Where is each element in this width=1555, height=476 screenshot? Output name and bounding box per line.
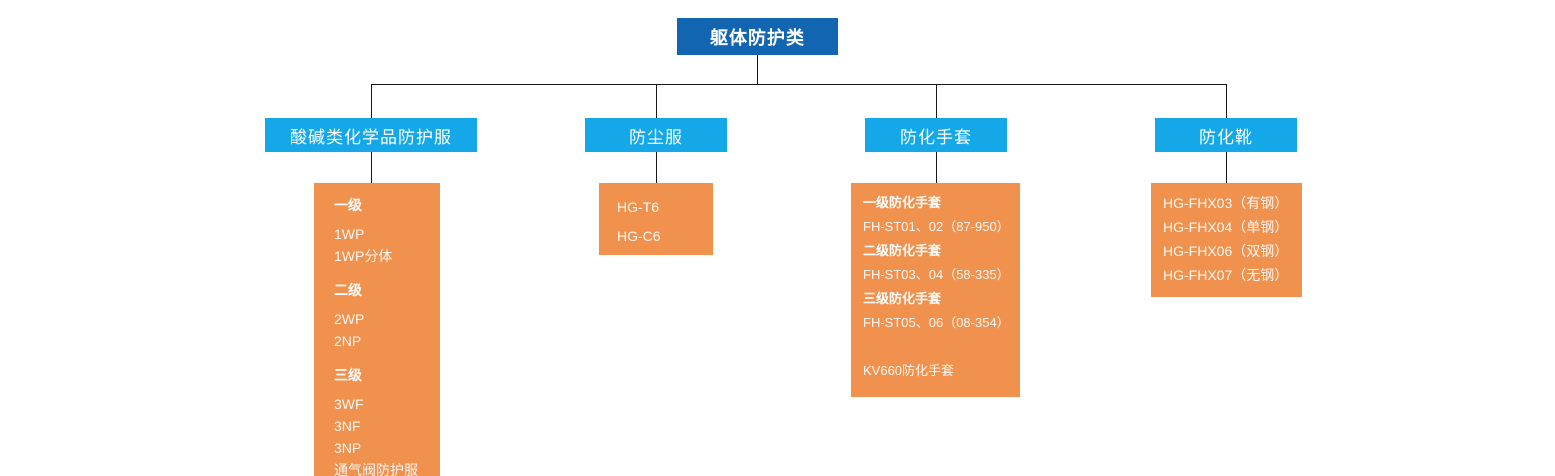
list-item: 2WP (334, 311, 365, 327)
branch-label: 酸碱类化学品防护服 (290, 127, 452, 147)
leaf-list-chem-boots: HG-FHX03（有钢） HG-FHX04（单钢） HG-FHX06（双钢） H… (1151, 183, 1302, 297)
list-item: 三级防化手套 (863, 291, 942, 306)
connector-stub-branch-2 (656, 152, 657, 183)
branch-box-dust-suit: 防尘服 (585, 118, 727, 152)
branch-label: 防尘服 (629, 127, 683, 147)
leaf-list-acid-alkali-suit: 一级 1WP 1WP分体 二级 2WP 2NP 三级 3WF 3NF 3NP 通… (314, 183, 440, 476)
list-item: 二级防化手套 (863, 243, 942, 258)
list-item: 3NP (334, 440, 362, 456)
connector-drop-branch-2 (656, 84, 657, 118)
connector-stub-branch-1 (371, 152, 372, 183)
list-item: 二级 (334, 282, 362, 298)
connector-drop-branch-1 (371, 84, 372, 118)
branch-box-chem-gloves: 防化手套 (865, 118, 1007, 152)
connector-stub-branch-3 (936, 152, 937, 183)
list-item: HG-C6 (617, 228, 661, 244)
list-item: 2NP (334, 333, 362, 349)
root-category-label: 躯体防护类 (710, 27, 805, 48)
branch-label: 防化手套 (900, 127, 972, 147)
leaf-list-dust-suit: HG-T6 HG-C6 (599, 183, 713, 255)
connector-drop-branch-4 (1226, 84, 1227, 118)
list-item: KV660防化手套 (863, 363, 955, 378)
list-item: 通气阀防护服 (334, 462, 418, 476)
branch-label: 防化靴 (1199, 127, 1253, 147)
leaf-list-chem-gloves: 一级防化手套 FH-ST01、02（87-950） 二级防化手套 FH-ST03… (851, 183, 1020, 397)
connector-drop-branch-3 (936, 84, 937, 118)
connector-stub-branch-4 (1226, 152, 1227, 183)
connector-horizontal-bar (371, 84, 1227, 85)
list-item: 1WP (334, 226, 365, 242)
list-item: FH-ST01、02（87-950） (863, 219, 1010, 234)
list-item: HG-FHX03（有钢） (1163, 195, 1289, 211)
list-item: 一级 (334, 197, 362, 213)
list-item: HG-T6 (617, 199, 659, 215)
list-item: FH-ST03、04（58-335） (863, 267, 1010, 282)
list-item: 1WP分体 (334, 248, 393, 264)
list-item: 三级 (334, 367, 362, 383)
connector-root-vertical (757, 55, 758, 84)
list-item: HG-FHX06（双钢） (1163, 243, 1289, 259)
branch-box-chem-boots: 防化靴 (1155, 118, 1297, 152)
list-item: 3NF (334, 418, 361, 434)
list-item: 3WF (334, 396, 364, 412)
root-category-box: 躯体防护类 (677, 18, 838, 55)
list-item: HG-FHX07（无钢） (1163, 267, 1289, 283)
list-item: 一级防化手套 (863, 195, 942, 210)
list-item: HG-FHX04（单钢） (1163, 219, 1289, 235)
list-item: FH-ST05、06（08-354） (863, 315, 1010, 330)
branch-box-acid-alkali-suit: 酸碱类化学品防护服 (265, 118, 477, 152)
